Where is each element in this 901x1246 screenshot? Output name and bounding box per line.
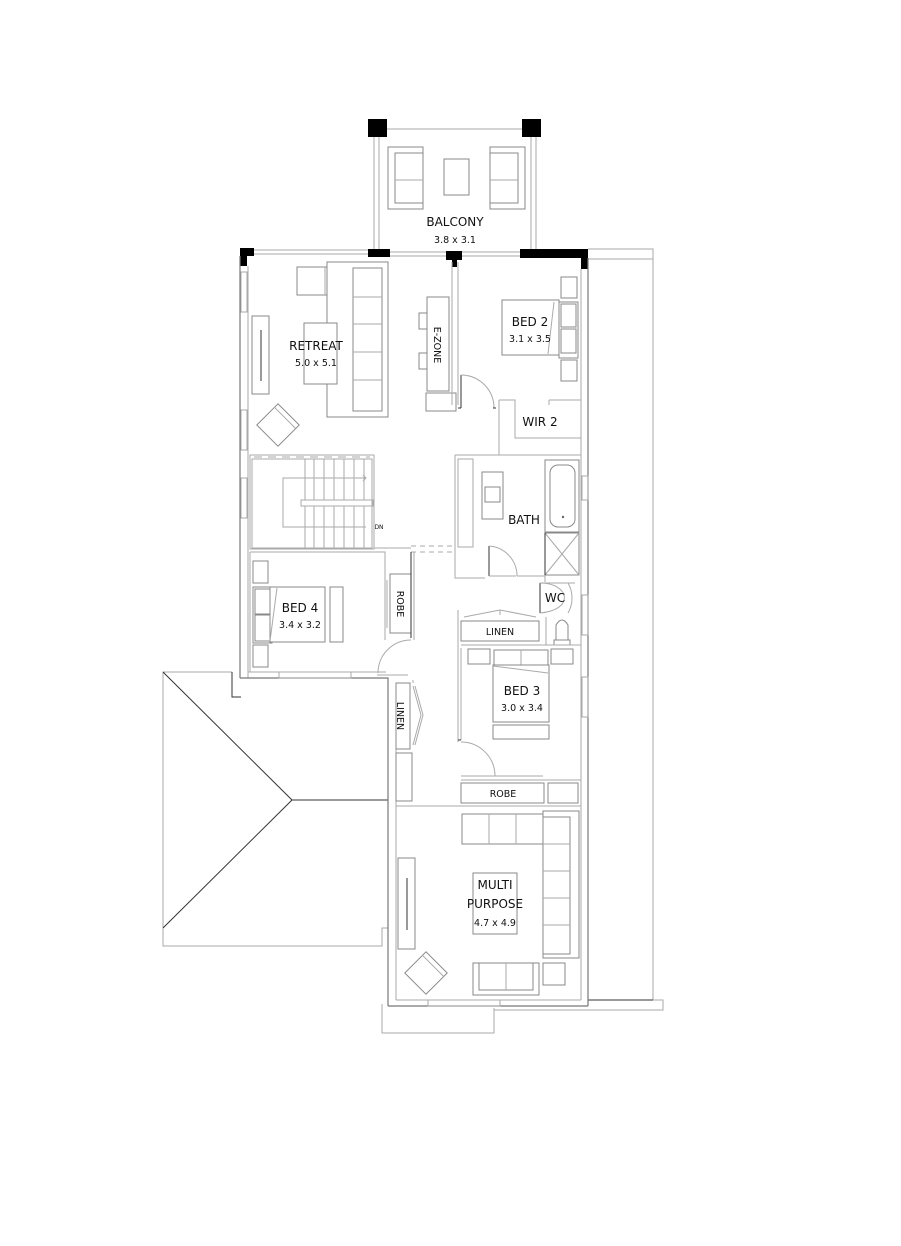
label-robe-horizontal: ROBE bbox=[490, 789, 517, 800]
bath-room bbox=[481, 459, 580, 582]
label-linen-horizontal: LINEN bbox=[486, 627, 514, 638]
bed3-room bbox=[396, 609, 581, 807]
right-eave bbox=[494, 248, 664, 1011]
room-name-multi: MULTI bbox=[477, 878, 512, 892]
label-e-zone: E-ZONE bbox=[431, 327, 442, 364]
room-name-bed2: BED 2 bbox=[512, 315, 549, 329]
label-wir2: WIR 2 bbox=[522, 415, 557, 429]
bed4-room bbox=[249, 551, 415, 676]
roof-outline bbox=[162, 671, 389, 947]
room-name-retreat: RETREAT bbox=[289, 339, 343, 353]
label-stair-down: DN bbox=[374, 524, 383, 531]
label-bath: BATH bbox=[508, 513, 540, 527]
room-name-balcony: BALCONY bbox=[426, 215, 484, 229]
room-size-balcony: 3.8 x 3.1 bbox=[434, 235, 476, 246]
multipurpose-room bbox=[395, 806, 580, 1000]
room-size-bed2: 3.1 x 3.5 bbox=[509, 334, 551, 345]
linen-cupboard-vertical bbox=[395, 680, 424, 802]
bed2-room bbox=[458, 276, 581, 455]
room-size-bed4: 3.4 x 3.2 bbox=[279, 620, 321, 631]
staircase bbox=[249, 454, 375, 550]
hallway bbox=[374, 454, 581, 579]
room-size-bed3: 3.0 x 3.4 bbox=[501, 703, 543, 714]
exterior-walls bbox=[239, 248, 589, 1007]
room-size-multipurpose: 4.7 x 4.9 bbox=[474, 918, 516, 929]
room-name-bed4: BED 4 bbox=[282, 601, 319, 615]
room-name-purpose: PURPOSE bbox=[467, 897, 523, 911]
label-linen-vertical: LINEN bbox=[394, 702, 405, 730]
room-name-bed3: BED 3 bbox=[504, 684, 541, 698]
label-robe-vertical: ROBE bbox=[394, 591, 405, 618]
room-size-retreat: 5.0 x 5.1 bbox=[295, 358, 337, 369]
balcony bbox=[368, 119, 541, 250]
porch-outline bbox=[381, 1004, 495, 1034]
retreat-room bbox=[251, 261, 459, 447]
label-wc: WC bbox=[545, 591, 565, 605]
